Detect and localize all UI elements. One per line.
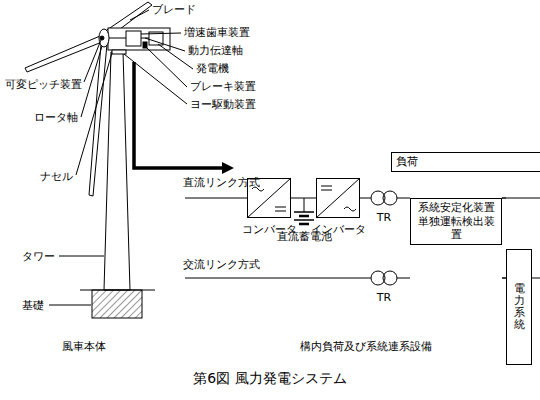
part-label: 風車本体 bbox=[62, 340, 106, 354]
part-label: 構内負荷及び系統連系設備 bbox=[300, 340, 432, 354]
wire bbox=[502, 198, 506, 199]
hub bbox=[99, 29, 109, 47]
transformer: TR bbox=[371, 190, 397, 225]
load-box: 負荷 bbox=[391, 152, 540, 172]
part-label: 基礎 bbox=[22, 299, 44, 313]
part-label: 増速歯車装置 bbox=[184, 26, 250, 40]
node-text: 系統安定化装置 単独運転検出装置 bbox=[415, 201, 497, 242]
node-label: TR bbox=[377, 211, 391, 225]
part-label: 発電機 bbox=[196, 62, 229, 76]
wire bbox=[397, 198, 410, 199]
part-label: ヨー駆動装置 bbox=[190, 98, 256, 112]
inverter-box: インバータ bbox=[316, 178, 360, 237]
part-label: ロータ軸 bbox=[34, 111, 78, 125]
inverter-box-outline bbox=[316, 178, 360, 218]
output-arrow bbox=[134, 62, 224, 168]
grid-box: 電力系統 bbox=[506, 249, 532, 365]
rotor-shaft bbox=[108, 38, 126, 39]
blade bbox=[89, 44, 107, 196]
transformer-symbol bbox=[371, 191, 397, 285]
part-label: ナセル bbox=[40, 170, 73, 184]
wire bbox=[502, 172, 540, 198]
part-label: タワー bbox=[22, 250, 55, 264]
tower bbox=[104, 52, 130, 290]
node-text: 負荷 bbox=[396, 155, 540, 169]
output-arrowhead bbox=[222, 162, 234, 174]
part-label: ブレーキ装置 bbox=[190, 80, 256, 94]
part-label: 直流蓄電池 bbox=[277, 230, 332, 244]
node-label: TR bbox=[377, 291, 391, 305]
wire bbox=[291, 198, 316, 199]
ground-line bbox=[80, 290, 155, 291]
part-label: ブレード bbox=[152, 3, 196, 17]
battery-symbol bbox=[294, 198, 314, 224]
yaw-drive bbox=[112, 50, 126, 54]
gearbox bbox=[126, 31, 141, 46]
part-label: 直流リンク方式 bbox=[183, 176, 260, 190]
pitch-device bbox=[100, 36, 104, 40]
figure-caption: 第6図 風力発電システム bbox=[0, 370, 540, 388]
part-label: 動力伝達軸 bbox=[188, 44, 243, 58]
part-label: 交流リンク方式 bbox=[183, 258, 260, 272]
leader-lines bbox=[49, 10, 193, 305]
wire bbox=[360, 198, 371, 199]
transformer-outline bbox=[371, 270, 397, 286]
transformer-outline bbox=[371, 190, 397, 206]
ac-link-wire bbox=[185, 278, 371, 279]
transformer: TR bbox=[371, 270, 397, 305]
inverter-symbol bbox=[316, 178, 360, 218]
nacelle bbox=[108, 28, 170, 50]
dc-link-wire bbox=[185, 198, 247, 199]
foundation bbox=[92, 290, 142, 318]
part-label: 可変ピッチ装置 bbox=[5, 78, 82, 92]
protection-box: 系統安定化装置 単独運転検出装置 bbox=[410, 198, 502, 245]
node-text: 電力系統 bbox=[514, 283, 525, 331]
wire bbox=[397, 278, 410, 279]
